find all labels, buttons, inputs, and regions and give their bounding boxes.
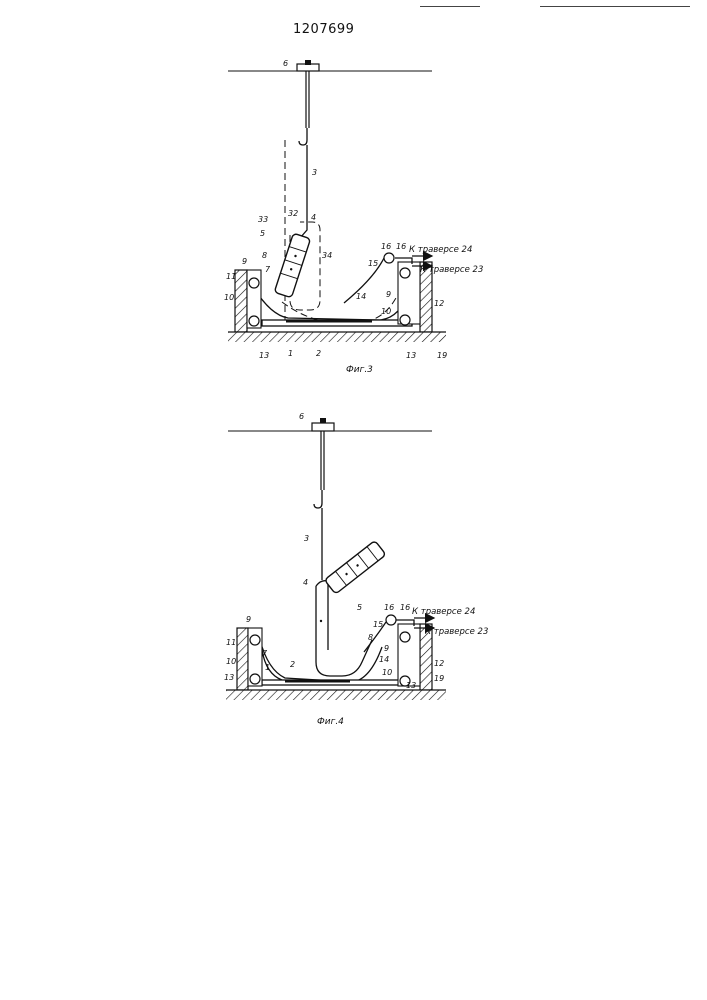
fig4-label-3: 3 [304,534,309,543]
fig4-roller-15 [386,615,396,625]
fig4-caption: Фиг.4 [317,717,344,727]
fig3-label-3: 3 [312,168,317,177]
fig4-label-16b: 16 [400,603,410,612]
fig4-label-7: 7 [262,649,268,658]
fig3-arrow-label-24: К траверсе 24 [409,245,472,255]
fig4-label-5: 5 [357,603,362,612]
fig3-roller-13-left [249,316,259,326]
fig4-label-4: 4 [303,578,308,587]
fig3-label-13a: 13 [259,351,269,360]
fig3-roller-15 [384,253,394,263]
fig3-trolley [297,64,319,71]
fig4-label-11: 11 [226,638,236,647]
fig3-label-14: 14 [356,292,366,301]
fig3-segmented-block [274,233,310,298]
fig4-label-1: 1 [265,663,270,672]
fig4-label-9b: 9 [384,644,389,653]
fig4-label-6: 6 [299,412,304,421]
fig3-label-4: 4 [311,213,316,222]
fig3-label-34: 34 [322,251,332,260]
fig4-label-13b: 13 [406,681,416,690]
fig3-label-8: 8 [262,251,267,260]
fig3-label-16b: 16 [396,242,406,251]
fig4-label-8: 8 [368,633,373,642]
fig3-label-33: 33 [258,215,268,224]
fig4-belt [260,640,382,682]
fig3-label-13b: 13 [406,351,416,360]
fig3-label-19: 19 [437,351,447,360]
fig4-label-10: 10 [226,657,236,666]
fig4-u-loop [316,586,372,676]
fig3-cable [300,145,307,238]
fig4-ground [226,690,446,700]
fig3-label-9: 9 [242,257,247,266]
fig3-label-5: 5 [260,229,265,238]
fig3-trolley-cap [305,60,311,65]
fig3-label-1: 1 [288,349,293,358]
fig4-arrow-label-24: К траверсе 24 [412,607,475,617]
fig4-label-14: 14 [379,655,389,664]
fig3-caption: Фиг.3 [346,365,373,375]
fig3-label-10b: 10 [381,307,391,316]
fig3-roller-9-left [249,278,259,288]
fig4-label-15: 15 [373,620,383,629]
fig4-label-9: 9 [246,615,251,624]
fig4-label-16a: 16 [384,603,394,612]
fig3-label-2: 2 [316,349,321,358]
fig3-label-32: 32 [288,209,298,218]
fig3-arrow-label-23: К траверсе 23 [420,265,483,275]
fig3-label-7: 7 [265,265,271,274]
fig3-label-11: 11 [226,272,236,281]
fig3-label-10: 10 [224,293,234,302]
fig3-hook [299,128,307,145]
fig4-left-wall [237,628,248,690]
fig3-left-wall [235,270,247,332]
figure-4: 6 3 4 5 8 9 11 10 13 7 1 2 14 15 16 16 9… [224,412,488,727]
fig3-label-9b: 9 [386,290,391,299]
fig3-ground [228,332,446,342]
fig4-arrow-label-23: К траверсе 23 [425,627,488,637]
fig4-label-19: 19 [434,674,444,683]
fig4-roller-9-left [250,635,260,645]
fig3-roller-13-right [400,315,410,325]
fig3-label-12: 12 [434,299,444,308]
fig3-label-16a: 16 [381,242,391,251]
fig4-label-13: 13 [224,673,234,682]
fig4-label-12: 12 [434,659,444,668]
fig4-trolley [312,423,334,431]
fig3-roller-16-right [400,268,410,278]
fig4-segmented-block [324,541,386,595]
fig4-label-10b: 10 [382,668,392,677]
fig4-roller-16-right [400,632,410,642]
fig4-roller-13-left [250,674,260,684]
fig4-label-2: 2 [290,660,295,669]
fig3-label-6: 6 [283,59,288,68]
figure-3: 6 3 4 32 33 5 34 8 7 9 11 10 13 1 2 13 1… [224,59,483,375]
fig3-label-15: 15 [368,259,378,268]
fig4-hook [314,490,322,508]
